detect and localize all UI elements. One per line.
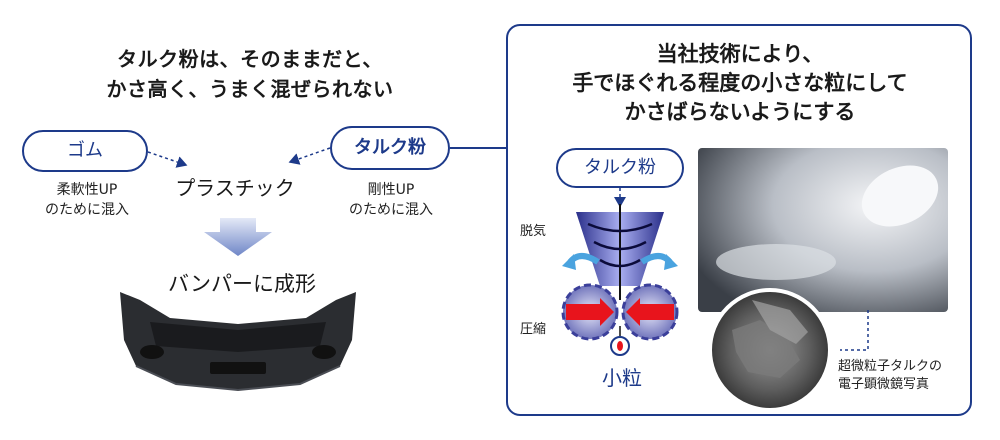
talc-input-pill: タルク粉 bbox=[556, 148, 684, 188]
rubber-note: 柔軟性UP のために混入 bbox=[18, 180, 156, 220]
small-grain-label: 小粒 bbox=[602, 366, 642, 390]
talc-to-plastic-arrow bbox=[288, 147, 331, 165]
bumper-label: バンパーに成形 bbox=[167, 272, 317, 296]
rubber-note-line-1: 柔軟性UP bbox=[56, 182, 118, 198]
caption-line-1: 超微粒子タルクの bbox=[838, 359, 943, 374]
degas-label: 脱気 bbox=[520, 224, 547, 239]
talc-note-line-1: 剛性UP bbox=[367, 182, 415, 198]
sem-photo-caption: 超微粒子タルクの 電子顕微鏡写真 bbox=[838, 358, 968, 394]
rubber-note-line-2: のために混入 bbox=[45, 202, 129, 218]
talc-note: 剛性UP のために混入 bbox=[318, 180, 464, 220]
left-heading-line-1: タルク粉は、そのままだと、 bbox=[117, 47, 383, 71]
left-heading-line-2: かさ高く、うまく混ぜられない bbox=[106, 77, 394, 101]
rubber-to-plastic-arrow bbox=[147, 151, 188, 168]
down-arrow-icon bbox=[204, 218, 272, 256]
talc-note-line-2: のために混入 bbox=[349, 202, 433, 218]
talc-powder-photo bbox=[698, 148, 948, 312]
technology-heading-line-2: 手でほぐれる程度の小さな粒にして bbox=[572, 71, 908, 95]
rubber-pill: ゴム bbox=[22, 130, 148, 172]
compression-gears bbox=[561, 283, 679, 341]
technology-heading: 当社技術により、 手でほぐれる程度の小さな粒にして かさばらないようにする bbox=[520, 40, 960, 127]
technology-panel bbox=[506, 24, 972, 416]
bumper-image bbox=[120, 292, 356, 392]
plastic-label: プラスチック bbox=[175, 176, 295, 200]
talc-pill: タルク粉 bbox=[330, 126, 450, 170]
degas-funnel-diagram bbox=[576, 204, 664, 300]
caption-connector-line bbox=[840, 310, 869, 351]
compress-label: 圧縮 bbox=[520, 322, 547, 337]
left-heading: タルク粉は、そのままだと、 かさ高く、うまく混ぜられない bbox=[70, 44, 430, 104]
technology-heading-line-1: 当社技術により、 bbox=[656, 42, 824, 66]
technology-heading-line-3: かさばらないようにする bbox=[624, 100, 856, 124]
caption-line-2: 電子顕微鏡写真 bbox=[838, 377, 930, 392]
